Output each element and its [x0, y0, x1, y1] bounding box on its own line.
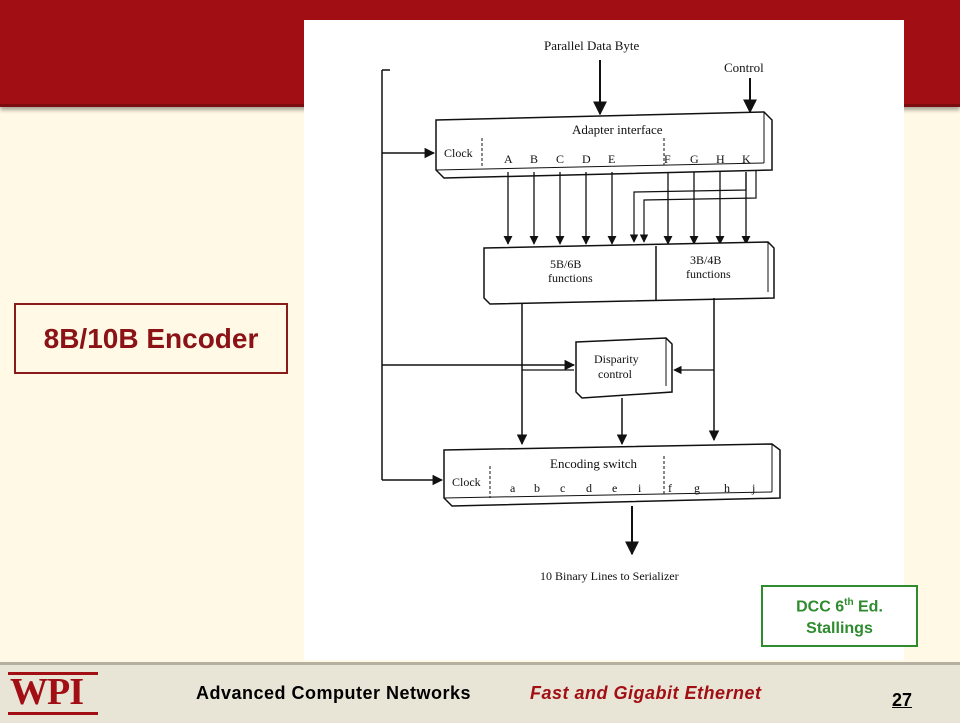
- adapter-interface-box: [435, 111, 773, 179]
- output-bit-i-5: i: [638, 481, 642, 495]
- output-bit-d-3: d: [586, 481, 592, 495]
- slide-title: 8B/10B Encoder: [43, 322, 259, 354]
- switch-clock-label: Clock: [452, 475, 481, 489]
- slide-title-box: 8B/10B Encoder: [14, 303, 288, 374]
- output-bit-g-7: g: [694, 481, 700, 495]
- disparity-control-box: [575, 337, 673, 399]
- output-bit-c-2: c: [560, 481, 565, 495]
- output-bit-b-1: b: [534, 481, 540, 495]
- input-bit-B: B: [530, 152, 538, 166]
- input-bit-F: F: [664, 152, 671, 166]
- course-title: Advanced Computer Networks: [196, 683, 472, 703]
- block-5b6b-line1: 5B/6B: [550, 257, 581, 271]
- output-bit-e-4: e: [612, 481, 617, 495]
- footer-bar: [0, 662, 960, 723]
- control-route-2: [639, 170, 757, 243]
- encoding-switch-box: [443, 443, 781, 507]
- credit-line1: DCC 6th Ed.: [796, 596, 883, 616]
- input-bit-D: D: [582, 152, 591, 166]
- input-bit-K: K: [742, 152, 751, 166]
- adapter-label: Adapter interface: [572, 122, 663, 137]
- adapter-clock-label: Clock: [444, 146, 473, 160]
- credit-line2: Stallings: [806, 620, 873, 638]
- control-label: Control: [724, 60, 764, 75]
- output-bit-a-0: a: [510, 481, 516, 495]
- input-bit-H: H: [716, 152, 725, 166]
- input-bit-E: E: [608, 152, 615, 166]
- output-bit-f-6: f: [668, 481, 672, 495]
- disparity-line1: Disparity: [594, 352, 639, 366]
- page-number: 27: [892, 690, 913, 710]
- control-route-1: [629, 172, 747, 243]
- wpi-logo: WPI: [6, 668, 102, 716]
- input-bit-G: G: [690, 152, 699, 166]
- input-bit-A: A: [504, 152, 513, 166]
- credit-box: DCC 6th Ed. Stallings: [761, 585, 918, 647]
- output-bit-j-9: j: [751, 481, 755, 495]
- output-label: 10 Binary Lines to Serializer: [540, 569, 679, 583]
- wpi-logo-text: WPI: [10, 671, 84, 713]
- block-3b4b-line2: functions: [686, 267, 731, 281]
- output-bit-h-8: h: [724, 481, 730, 495]
- disparity-line2: control: [598, 367, 633, 381]
- functions-box: [483, 241, 775, 305]
- switch-label: Encoding switch: [550, 456, 638, 471]
- input-label: Parallel Data Byte: [544, 38, 640, 53]
- input-bit-C: C: [556, 152, 564, 166]
- block-3b4b-line1: 3B/4B: [690, 253, 721, 267]
- encoder-diagram-svg: Parallel Data Byte Control Adapter inter…: [381, 38, 781, 583]
- lecture-topic: Fast and Gigabit Ethernet: [530, 683, 762, 703]
- bit-lines: [503, 170, 757, 245]
- encoder-diagram: Parallel Data Byte Control Adapter inter…: [304, 20, 904, 660]
- block-5b6b-line2: functions: [548, 271, 593, 285]
